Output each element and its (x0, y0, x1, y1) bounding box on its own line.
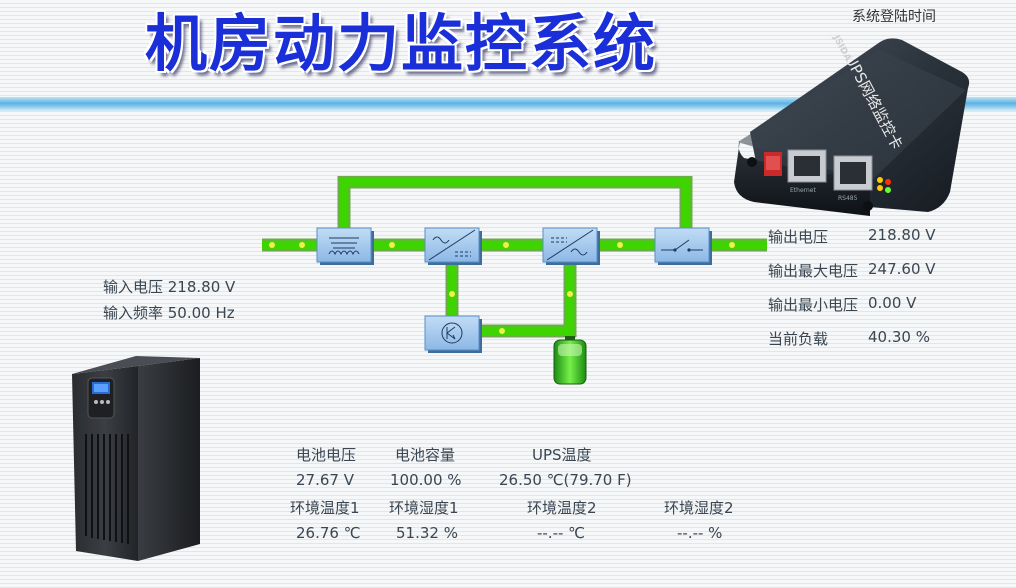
battery-voltage-label: 电池电压 (296, 446, 357, 464)
load-label: 当前负载 (768, 330, 829, 348)
output-min-voltage-value: 0.00 V (868, 294, 917, 312)
device-brand: JSIDA (830, 33, 852, 63)
module-charger (424, 315, 482, 353)
flow-dots (269, 242, 735, 334)
output-voltage-value: 218.80 V (868, 226, 936, 244)
module-static-switch (654, 227, 712, 265)
env-humidity1-value: 51.32 % (396, 524, 458, 542)
input-frequency: 输入频率 50.00 Hz (103, 304, 235, 322)
load-value: 40.30 % (868, 328, 930, 346)
env-humidity1-label: 环境湿度1 (389, 499, 459, 517)
ups-temp-label: UPS温度 (532, 446, 592, 464)
ups-temp-value: 26.50 ℃(79.70 F) (499, 471, 632, 489)
header-band (0, 97, 1016, 111)
module-rectifier (424, 227, 482, 265)
battery-icon (553, 336, 587, 385)
output-min-voltage-label: 输出最小电压 (768, 296, 859, 314)
output-voltage-label: 输出电压 (768, 228, 829, 246)
module-inverter (542, 227, 600, 265)
port1-label: Ethernet (790, 187, 816, 194)
ups-network-card-image: UPS网络监控卡 JSIDA Ethernet RS485 (734, 33, 970, 216)
battery-voltage-value: 27.67 V (296, 471, 354, 489)
output-max-voltage-label: 输出最大电压 (768, 262, 859, 280)
env-temp2-value: --.-- ℃ (537, 524, 586, 542)
login-time-label: 系统登陆时间 (852, 9, 936, 25)
env-temp1-value: 26.76 ℃ (296, 524, 361, 542)
ups-tower-image (72, 356, 200, 561)
output-max-voltage-value: 247.60 V (868, 260, 936, 278)
env-temp2-label: 环境温度2 (527, 499, 597, 517)
ups-power-flow-diagram (262, 176, 767, 385)
port2-label: RS485 (838, 195, 858, 202)
input-voltage: 输入电压 218.80 V (103, 278, 236, 296)
page-title: 机房动力监控系统 (145, 7, 658, 80)
env-humidity2-value: --.-- % (677, 524, 723, 542)
battery-capacity-label: 电池容量 (395, 446, 456, 464)
battery-capacity-value: 100.00 % (390, 471, 462, 489)
env-temp1-label: 环境温度1 (290, 499, 360, 517)
module-bypass-filter (316, 227, 374, 265)
env-humidity2-label: 环境湿度2 (664, 499, 734, 517)
